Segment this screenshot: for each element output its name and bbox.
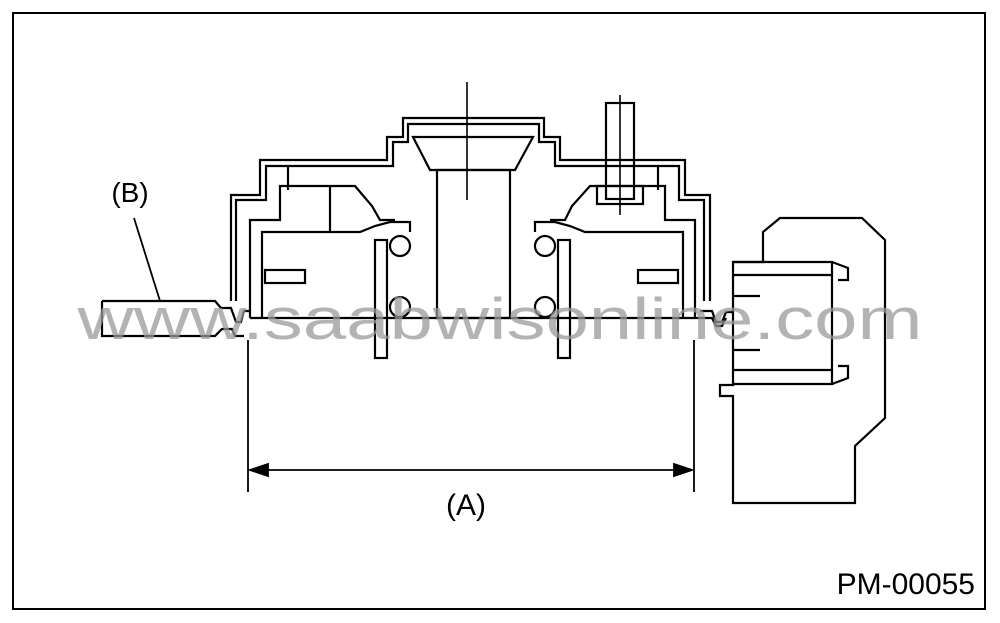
centerlines bbox=[466, 82, 621, 215]
slot-right bbox=[636, 268, 680, 285]
ball-right-top bbox=[533, 234, 557, 258]
bearing-left-race bbox=[373, 238, 389, 360]
dimension-a bbox=[247, 340, 695, 492]
inner-plate-left-2 bbox=[260, 220, 412, 318]
inner-plate-right-2 bbox=[533, 220, 685, 318]
coupling-inner bbox=[733, 260, 834, 386]
coupling-lip-bottom bbox=[831, 364, 850, 386]
ball-left-top bbox=[388, 234, 412, 258]
inner-plate-left bbox=[248, 184, 395, 318]
housing-outer bbox=[229, 116, 712, 301]
shaft-right-lower bbox=[700, 316, 727, 328]
shaft-left bbox=[102, 299, 250, 324]
ball-left-bottom bbox=[388, 295, 412, 319]
coupling-body bbox=[718, 216, 887, 505]
frame-border bbox=[12, 12, 986, 610]
label-b: (B) bbox=[111, 177, 148, 208]
shaft-right bbox=[700, 309, 733, 324]
arrow-left bbox=[247, 462, 269, 478]
bearing-right-race bbox=[556, 238, 572, 360]
housing-inner bbox=[234, 122, 706, 301]
leader-line-b bbox=[133, 217, 161, 302]
pulley-assembly bbox=[100, 101, 887, 505]
hub-cone bbox=[411, 135, 535, 172]
coupling-lip-top bbox=[831, 260, 850, 282]
label-a: (A) bbox=[446, 489, 486, 522]
figure-id: PM-00055 bbox=[837, 568, 975, 601]
watermark-text: www.saabwisonline.com bbox=[76, 287, 922, 352]
hub-shaft bbox=[435, 168, 512, 320]
ball-right-bottom bbox=[533, 295, 557, 319]
slot-left bbox=[263, 268, 307, 285]
shaft-left-lower bbox=[100, 301, 244, 338]
arrow-right bbox=[673, 462, 695, 478]
